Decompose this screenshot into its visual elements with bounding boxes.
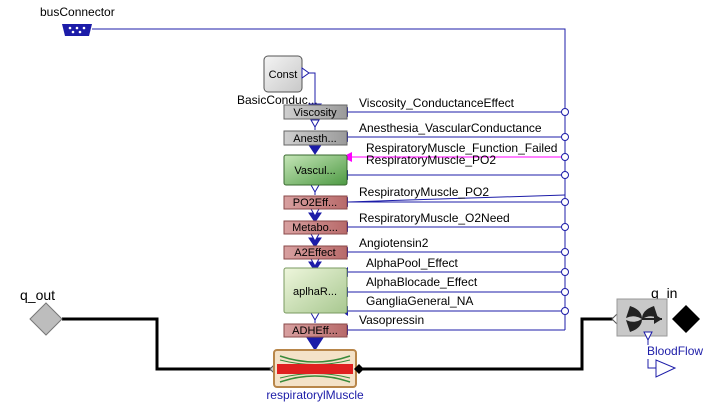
bus-connector-icon [62,24,92,36]
triangle-output-icon [655,359,677,378]
flow-sensor[interactable]: q_in BloodFlow [611,285,703,378]
signal-label: Angiotensin2 [359,236,429,250]
signal-label: GangliaGeneral_NA [366,294,473,308]
signal-label: RespiratoryMuscle_PO2 [366,153,496,167]
signal-label: AlphaBlocade_Effect [366,275,478,289]
po2-label: PO2Eff... [293,197,337,209]
q-out-label: q_out [20,287,55,303]
metabo-block[interactable]: Metabo... [283,220,348,235]
alpha-label: aplhaR... [293,286,337,298]
const-caption: BasicConduc... [237,93,318,107]
const-label: Const [269,69,298,81]
flow-wires [62,317,614,371]
signal-label: Viscosity_ConductanceEffect [359,96,515,110]
signal-label: Vasopressin [359,313,424,327]
q-out-port[interactable]: q_out [20,287,63,336]
resistor-icon [277,355,353,383]
bus-connector[interactable]: busConnector [40,5,115,36]
adh-label: ADHEff... [292,325,338,337]
signal-label: AlphaPool_Effect [366,256,459,270]
blood-flow-label: BloodFlow [647,344,703,358]
signal-label: RespiratoryMuscle_Function_Failed [366,141,557,155]
po2-block[interactable]: PO2Eff... [283,195,348,210]
q-in-label: q_in [651,285,677,301]
a2-label: A2Effect [294,247,335,259]
viscosity-block[interactable]: Viscosity [283,104,348,120]
const-block[interactable]: Const BasicConduc... [237,55,318,107]
metabo-label: Metabo... [292,222,338,234]
signal-label: Anesthesia_VascularConductance [359,121,542,135]
a2-block[interactable]: A2Effect [283,245,348,260]
bus-taps [561,108,569,315]
const-wire [309,72,316,104]
vascular-label: Vascul... [294,165,335,177]
adh-block[interactable]: ADHEff... [283,323,348,338]
signal-wires [347,111,566,331]
flow-sensor-icon [626,306,662,332]
signal-labels: Viscosity_ConductanceEffect Anesthesia_V… [359,96,557,327]
signal-label: RespiratoryMuscle_O2Need [359,211,510,225]
q-in-port-icon [672,305,700,333]
viscosity-label: Viscosity [293,107,337,119]
anesthesia-block[interactable]: Anesth... [283,130,348,146]
anesthesia-label: Anesth... [293,133,336,145]
vascular-block[interactable]: Vascul... [283,154,348,186]
signal-label: RespiratoryMuscle_PO2 [359,185,489,199]
alpha-block[interactable]: aplhaR... [283,267,348,314]
resistor-label: respiratorylMuscle [266,388,364,402]
diamond-port-icon [29,302,63,336]
bus-connector-label: busConnector [40,5,115,19]
resistor-block[interactable]: respiratorylMuscle [266,349,364,402]
